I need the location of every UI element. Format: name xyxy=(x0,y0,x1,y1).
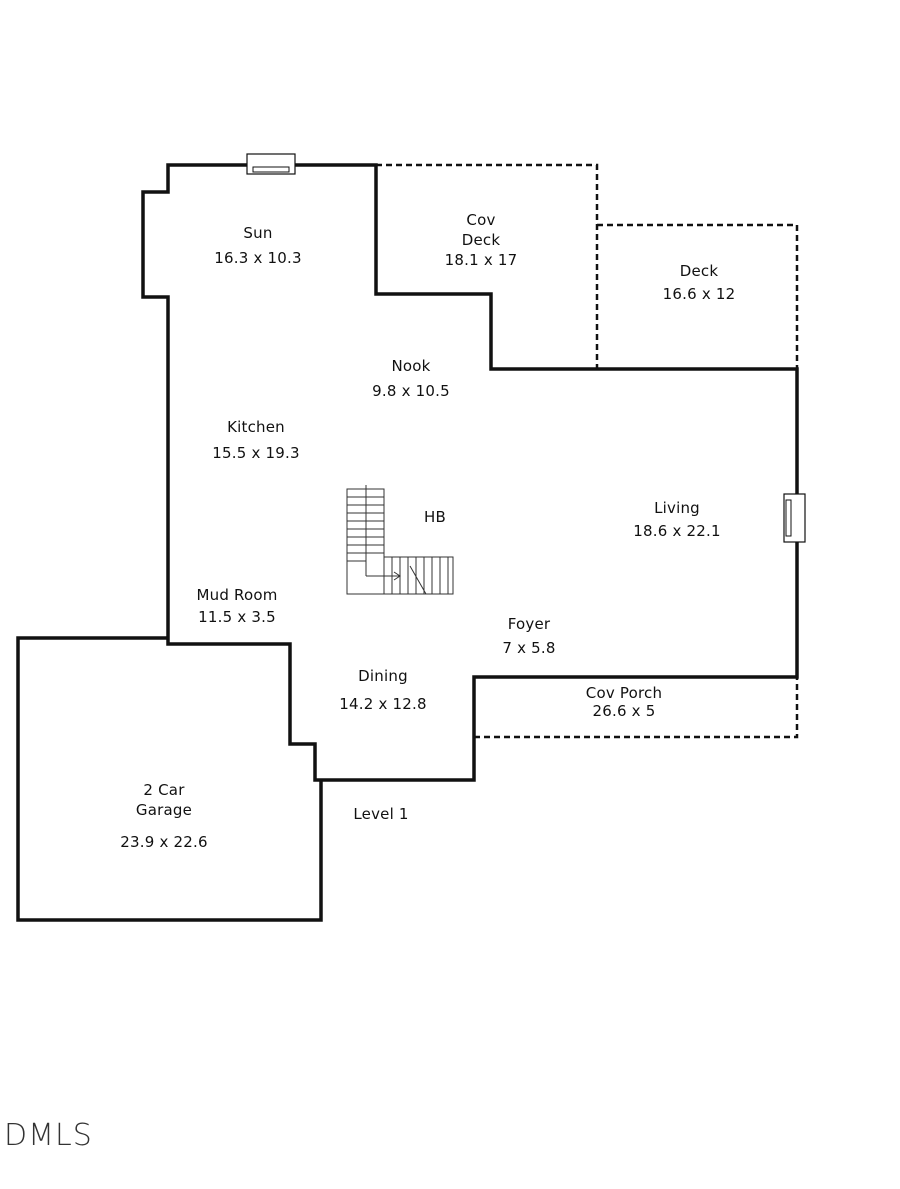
room-name: Kitchen xyxy=(227,418,285,436)
room-dims: 18.6 x 22.1 xyxy=(633,522,721,540)
exterior-wall xyxy=(141,163,799,782)
garage-wall xyxy=(16,636,323,922)
room-dims: 14.2 x 12.8 xyxy=(339,695,427,713)
room-label-cov-deck: Cov Deck 18.1 x 17 xyxy=(445,190,518,290)
room-dims: 11.5 x 3.5 xyxy=(198,608,276,626)
room-name: Nook xyxy=(391,357,431,375)
staircase-icon xyxy=(346,485,454,595)
room-name: Cov Porch xyxy=(585,684,663,702)
fireplace-right-icon xyxy=(783,493,806,543)
room-label-cov-porch: Cov Porch 26.6 x 5 xyxy=(586,684,662,720)
room-label-hb: HB xyxy=(424,507,446,527)
room-name: Living xyxy=(654,499,700,517)
room-name: Dining xyxy=(358,667,408,685)
room-label-nook: Nook 9.8 x 10.5 xyxy=(372,356,450,401)
room-label-living: Living 18.6 x 22.1 xyxy=(633,498,720,541)
room-dims: 16.6 x 12 xyxy=(662,285,736,303)
room-name: Mud Room xyxy=(196,586,278,604)
room-name: Deck xyxy=(679,262,719,280)
room-label-garage: 2 Car Garage 23.9 x 22.6 xyxy=(120,760,207,872)
deck-outline xyxy=(597,223,799,369)
cov-deck-outline xyxy=(376,163,599,369)
level-label: Level 1 xyxy=(353,805,409,823)
room-name: Cov Deck xyxy=(461,211,501,249)
room-dims: 15.5 x 19.3 xyxy=(212,444,300,462)
room-dims: 7 x 5.8 xyxy=(502,639,556,657)
room-label-kitchen: Kitchen 15.5 x 19.3 xyxy=(212,417,299,463)
fireplace-top-icon xyxy=(246,153,296,175)
dmls-watermark: DMLS xyxy=(4,1118,93,1153)
room-name: Sun xyxy=(243,224,273,242)
room-dims: 18.1 x 17 xyxy=(444,251,518,269)
room-label-foyer: Foyer 7 x 5.8 xyxy=(502,614,555,658)
room-label-deck: Deck 16.6 x 12 xyxy=(663,261,736,304)
room-dims: 9.8 x 10.5 xyxy=(372,382,450,400)
room-dims: 16.3 x 10.3 xyxy=(214,249,302,267)
room-name: Foyer xyxy=(507,615,551,633)
room-label-sun: Sun 16.3 x 10.3 xyxy=(214,223,301,268)
cov-porch-outline xyxy=(474,677,799,739)
room-name: HB xyxy=(424,508,446,526)
room-label-mud-room: Mud Room 11.5 x 3.5 xyxy=(196,585,277,627)
room-name: 2 Car Garage xyxy=(135,781,193,819)
room-dims: 26.6 x 5 xyxy=(592,702,656,720)
room-label-dining: Dining 14.2 x 12.8 xyxy=(339,666,426,714)
room-dims: 23.9 x 22.6 xyxy=(120,833,208,851)
